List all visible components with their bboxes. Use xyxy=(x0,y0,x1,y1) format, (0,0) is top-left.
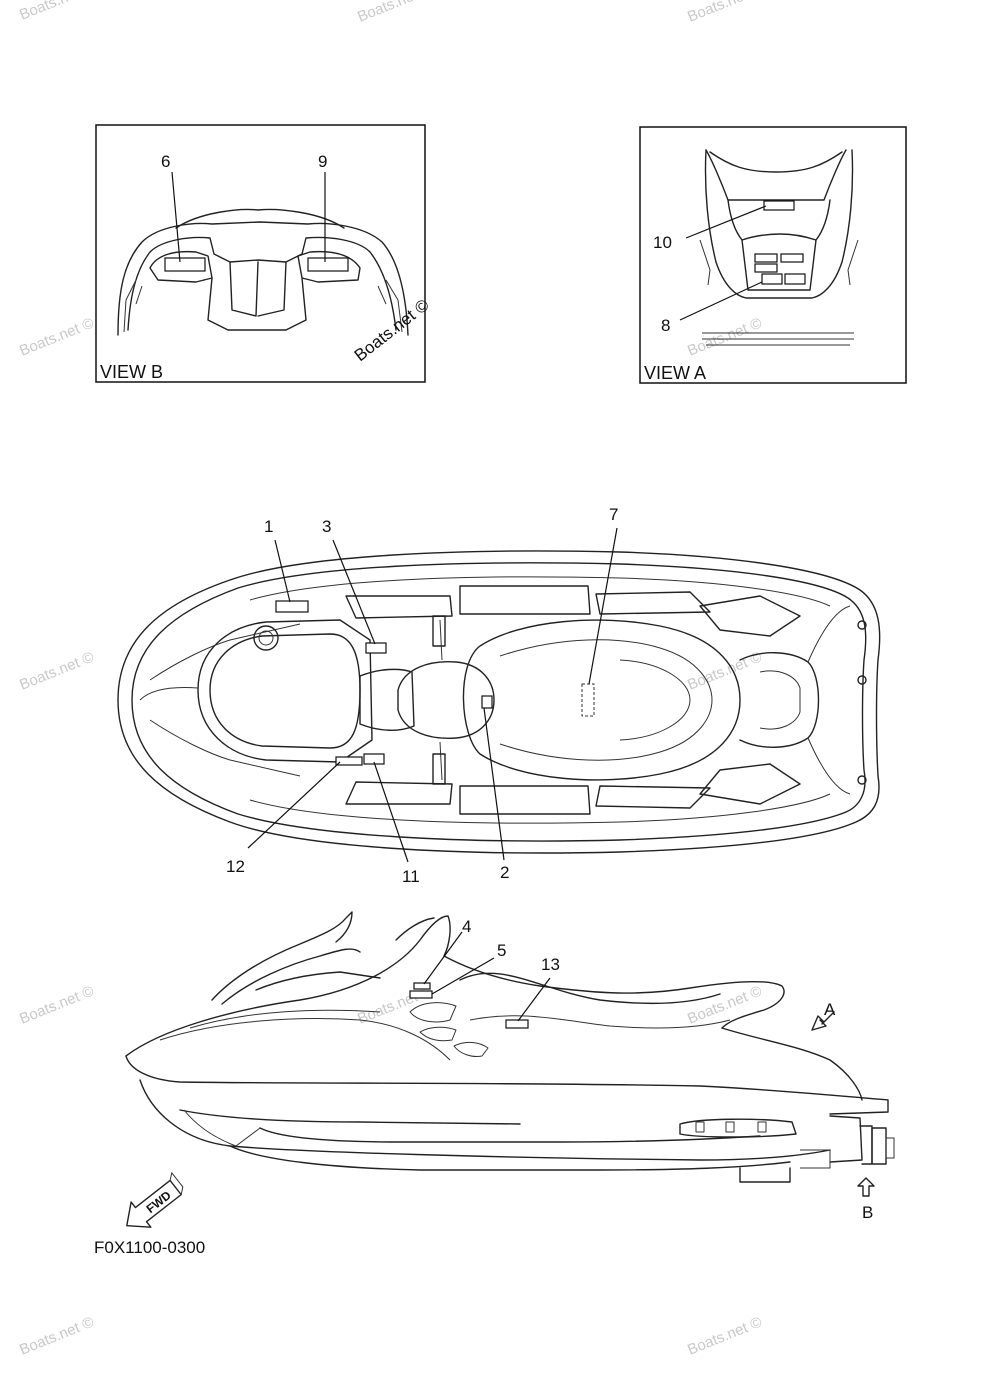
decal-5 xyxy=(409,990,433,999)
watermark: Boats.net © xyxy=(685,314,764,359)
callout-12: 12 xyxy=(226,857,245,876)
decal-9 xyxy=(307,257,349,272)
view-b-label: VIEW B xyxy=(100,362,163,382)
watermark: Boats.net © xyxy=(17,648,96,693)
view-arrow-a: A xyxy=(811,1000,836,1031)
watermark: Boats.net © xyxy=(17,982,96,1027)
callout-3: 3 xyxy=(322,517,331,536)
fwd-arrow: FWD xyxy=(126,1172,184,1228)
callout-1: 1 xyxy=(264,517,273,536)
watermark: Boats.net © xyxy=(685,0,764,26)
callout-6: 6 xyxy=(161,152,170,171)
view-a-frame xyxy=(639,126,907,384)
side-view-drawing: 4 5 13 A B xyxy=(125,911,895,1222)
decal-11 xyxy=(363,753,385,765)
view-a-label: VIEW A xyxy=(644,363,706,383)
decal-3 xyxy=(365,642,387,654)
decal-12 xyxy=(335,756,363,766)
watermark: Boats.net © xyxy=(685,1313,764,1358)
callout-4: 4 xyxy=(462,917,471,936)
callout-5: 5 xyxy=(497,941,506,960)
callout-7: 7 xyxy=(609,505,618,524)
top-view-drawing: 1 3 7 12 11 2 xyxy=(117,505,881,886)
view-arrow-b: B xyxy=(857,1177,875,1222)
decal-10 xyxy=(763,200,795,211)
decal-4 xyxy=(413,982,431,990)
callout-10: 10 xyxy=(653,233,672,252)
watermark: Boats.net © xyxy=(355,0,434,26)
decal-2 xyxy=(481,695,493,709)
view-a-panel: 10 8 VIEW A xyxy=(639,126,907,384)
callout-11: 11 xyxy=(402,867,420,886)
decal-7 xyxy=(581,683,595,717)
decal-8e xyxy=(784,273,806,285)
fwd-arrow-icon xyxy=(126,1179,182,1228)
decal-8b xyxy=(780,253,804,263)
decal-13 xyxy=(505,1019,529,1029)
decal-8d xyxy=(761,273,783,285)
decal-8a xyxy=(754,253,778,263)
rear-seat-drawing xyxy=(117,208,409,336)
decal-1 xyxy=(275,600,309,613)
watermark-layer: Boats.net © Boats.net © Boats.net © Boat… xyxy=(17,0,764,1359)
callout-2: 2 xyxy=(500,863,509,882)
callout-13: 13 xyxy=(541,955,560,974)
view-arrow-a-label: A xyxy=(824,1000,836,1019)
watermark: Boats.net © xyxy=(17,0,96,24)
figure-code: F0X1100-0300 xyxy=(94,1238,205,1257)
view-b-frame xyxy=(95,124,426,383)
watermark: Boats.net © xyxy=(17,1313,96,1358)
handlebar-pod-drawing xyxy=(699,149,859,346)
decal-8c xyxy=(754,263,778,273)
callout-8: 8 xyxy=(661,316,670,335)
decal-6 xyxy=(164,257,206,272)
view-b-panel: 6 9 Boats.net © VIEW B xyxy=(95,124,433,383)
view-arrow-b-label: B xyxy=(862,1203,873,1222)
callout-9: 9 xyxy=(318,152,327,171)
watermark: Boats.net © xyxy=(17,314,96,359)
